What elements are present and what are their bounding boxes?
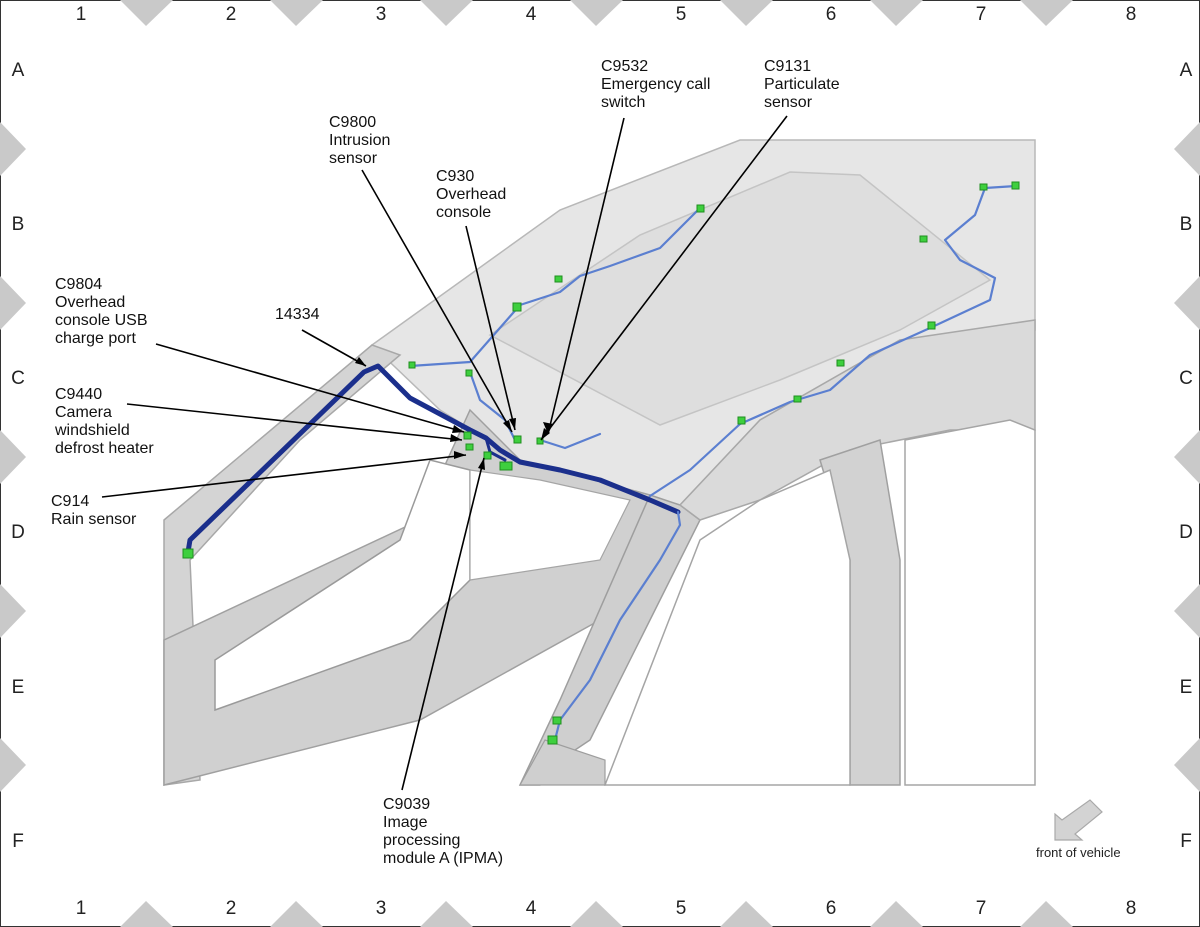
- front-door-opening: [603, 468, 851, 786]
- grid-row-a-left: A: [11, 60, 25, 81]
- grid-row-e-right: E: [1179, 677, 1193, 698]
- callout-c930-code: C930: [436, 168, 475, 185]
- grid-col-1-bottom: 1: [75, 898, 87, 919]
- inner-window-opening: [469, 469, 631, 581]
- callout-14334: 14334: [275, 306, 320, 324]
- grid-col-6-bottom: 6: [825, 898, 837, 919]
- callout-c9532-code: C9532: [601, 58, 649, 75]
- grid-row-e-left: E: [11, 677, 25, 698]
- callout-c9440-line2: windshield: [55, 422, 130, 439]
- grid-col-3-top: 3: [375, 4, 387, 25]
- callout-c9131: C9131 Particulate sensor: [764, 58, 840, 112]
- grid-row-b-right: B: [1179, 214, 1193, 235]
- callout-c9800-line2: sensor: [329, 150, 378, 167]
- grid-row-a-right: A: [1179, 60, 1193, 81]
- callout-c930: C930 Overhead console: [436, 168, 506, 222]
- vehicle-body-illustration: [163, 139, 1036, 786]
- callout-c9039-line2: processing: [383, 832, 461, 849]
- callout-14334-code: 14334: [275, 306, 320, 323]
- grid-col-2-top: 2: [225, 4, 237, 25]
- grid-col-2-bottom: 2: [225, 898, 237, 919]
- grid-col-4-bottom: 4: [525, 898, 537, 919]
- connectors: [182, 181, 1020, 745]
- callout-c9039-line1: Image: [383, 814, 428, 831]
- callout-c9039: C9039 Image processing module A (IPMA): [383, 796, 503, 868]
- rear-door-opening: [904, 419, 1036, 786]
- grid-col-3-bottom: 3: [375, 898, 387, 919]
- callout-c914-line1: Rain sensor: [51, 511, 137, 528]
- callout-c9800-code: C9800: [329, 114, 377, 131]
- grid-col-6-top: 6: [825, 4, 837, 25]
- callout-c9039-line3: module A (IPMA): [383, 850, 504, 867]
- front-of-vehicle-arrow-icon: [1054, 799, 1103, 841]
- leader-arrowheads: [355, 357, 553, 470]
- grid-row-b-left: B: [11, 214, 25, 235]
- grid-col-4-top: 4: [525, 4, 537, 25]
- grid-col-7-top: 7: [975, 4, 987, 25]
- grid-col-1-top: 1: [75, 4, 87, 25]
- callout-c9131-line2: sensor: [764, 94, 813, 111]
- grid-col-5-top: 5: [675, 4, 687, 25]
- callout-c9440-line1: Camera: [55, 404, 112, 421]
- grid-row-c-left: C: [11, 368, 25, 389]
- callout-c930-line1: Overhead: [436, 186, 507, 203]
- grid-col-5-bottom: 5: [675, 898, 687, 919]
- callout-c9131-line1: Particulate: [764, 76, 840, 93]
- grid-col-8-bottom: 8: [1125, 898, 1137, 919]
- grid-col-8-top: 8: [1125, 4, 1137, 25]
- callout-c9804-line2: console USB: [55, 312, 148, 329]
- callout-c9440: C9440 Camera windshield defrost heater: [55, 386, 154, 458]
- callout-c9800-line1: Intrusion: [329, 132, 391, 149]
- callout-c9804: C9804 Overhead console USB charge port: [55, 276, 148, 348]
- callout-c930-line2: console: [436, 204, 492, 221]
- callout-c914-code: C914: [51, 493, 90, 510]
- callout-c9804-line1: Overhead: [55, 294, 126, 311]
- callout-c9440-line3: defrost heater: [55, 440, 154, 457]
- front-of-vehicle-label: front of vehicle: [1036, 845, 1121, 860]
- callout-c9800: C9800 Intrusion sensor: [329, 114, 390, 168]
- grid-row-f-left: F: [12, 831, 24, 852]
- grid-markers-right: [1174, 122, 1200, 792]
- grid-markers-left: [0, 122, 26, 792]
- callout-c9804-code: C9804: [55, 276, 103, 293]
- grid-row-f-right: F: [1180, 831, 1192, 852]
- grid-markers-top: [120, 0, 1073, 26]
- callout-c9039-code: C9039: [383, 796, 431, 813]
- grid-row-c-right: C: [1179, 368, 1193, 389]
- grid-row-d-right: D: [1179, 522, 1193, 543]
- callout-c914: C914 Rain sensor: [51, 493, 136, 529]
- sunroof-panel: [488, 171, 992, 426]
- grid-row-d-left: D: [11, 522, 25, 543]
- callout-c9804-line3: charge port: [55, 330, 136, 347]
- callout-c9131-code: C9131: [764, 58, 812, 75]
- grid-markers-bottom: [120, 901, 1073, 927]
- callout-c9440-code: C9440: [55, 386, 103, 403]
- callout-c9532-line2: switch: [601, 94, 646, 111]
- grid-col-7-bottom: 7: [975, 898, 987, 919]
- right-sill: [518, 739, 606, 786]
- callout-c9532-line1: Emergency call: [601, 76, 711, 93]
- leader-lines: [101, 115, 788, 791]
- callout-c9532: C9532 Emergency call switch: [601, 58, 710, 112]
